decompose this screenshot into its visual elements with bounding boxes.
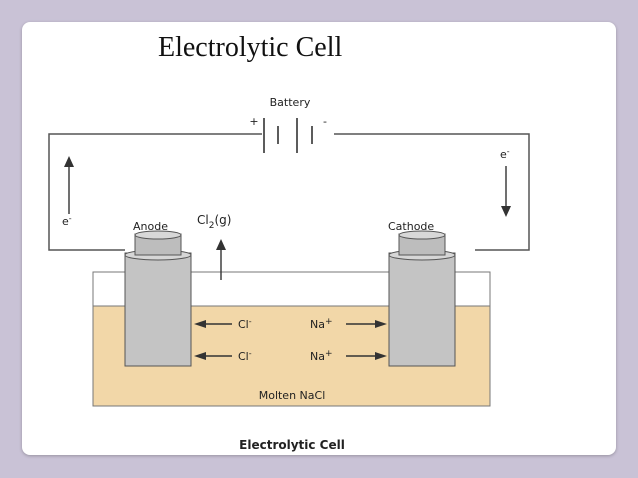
electron-flow-down-arrow — [501, 166, 511, 217]
electrolyte-label: Molten NaCl — [259, 389, 326, 402]
diagram-caption: Electrolytic Cell — [239, 438, 345, 452]
slide: Electrolytic Cell Battery + - e- e- — [22, 22, 616, 455]
sodium-ion-arrow-1 — [346, 320, 387, 328]
battery-label: Battery — [270, 96, 311, 109]
battery-positive-sign: + — [249, 115, 258, 128]
sodium-ion-label-2: Na+ — [310, 349, 333, 363]
chloride-ion-label-1: Cl- — [238, 317, 252, 331]
electrolytic-cell-diagram: Battery + - e- e- Molten NaCl Anode — [48, 96, 530, 452]
cathode-label: Cathode — [388, 220, 434, 233]
electron-label-right: e- — [500, 147, 510, 161]
battery-icon — [262, 118, 334, 153]
sodium-ion-label-1: Na+ — [310, 317, 333, 331]
chloride-ion-arrow-1 — [194, 320, 232, 328]
electron-flow-up-arrow — [64, 156, 74, 214]
anode-electrode — [124, 230, 192, 367]
gas-release-arrow — [216, 239, 226, 280]
chlorine-gas-label: Cl2(g) — [197, 213, 231, 231]
anode-label: Anode — [133, 220, 168, 233]
battery-negative-sign: - — [323, 115, 327, 128]
circuit-wire — [48, 133, 530, 251]
cathode-electrode — [388, 230, 456, 367]
chloride-ion-label-2: Cl- — [238, 349, 252, 363]
electron-label-left: e- — [62, 214, 72, 228]
sodium-ion-arrow-2 — [346, 352, 387, 360]
chloride-ion-arrow-2 — [194, 352, 232, 360]
slide-title: Electrolytic Cell — [158, 32, 343, 63]
